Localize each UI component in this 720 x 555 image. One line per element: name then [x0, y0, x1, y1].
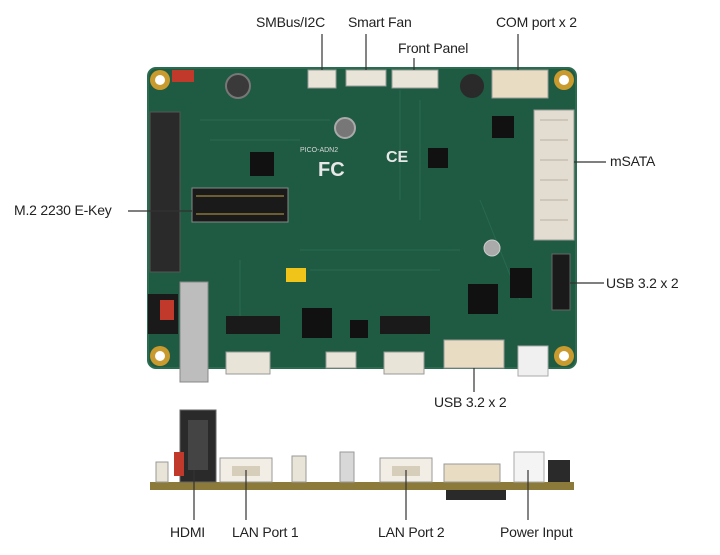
- battery-icon: [225, 73, 251, 99]
- chip: [350, 320, 368, 338]
- front-panel-connector: [391, 69, 439, 89]
- lan1-header: [226, 316, 280, 334]
- small-connector: [325, 351, 357, 369]
- red-connector: [160, 300, 174, 320]
- edge-connector: [149, 111, 181, 273]
- power-jack: [548, 460, 570, 482]
- capacitor-icon: [460, 74, 484, 98]
- chip: [250, 152, 274, 176]
- fcc-mark: FC: [318, 159, 345, 181]
- power-label: Power Input: [500, 524, 573, 540]
- chip: [492, 116, 514, 138]
- chip: [428, 148, 448, 168]
- board-side-view: [150, 409, 574, 500]
- lan2-label: LAN Port 2: [378, 524, 445, 540]
- com-port-connector: [491, 69, 549, 99]
- pcb-side: [150, 482, 574, 490]
- usb-bottom-label: USB 3.2 x 2: [434, 394, 507, 410]
- component: [483, 239, 501, 257]
- hdmi-connector-top: [179, 281, 209, 383]
- lan1-label: LAN Port 1: [232, 524, 299, 540]
- power-connector-side: [513, 451, 545, 483]
- mount-holes: [150, 70, 574, 366]
- lan2-header: [380, 316, 430, 334]
- smart-fan-label: Smart Fan: [348, 14, 412, 30]
- board-top-view: FC CE PICO-ADN2: [147, 67, 577, 383]
- smart-fan-connector: [345, 69, 387, 87]
- usb-bottom-connector: [443, 339, 505, 369]
- side-component: [155, 461, 169, 483]
- chip: [302, 308, 332, 338]
- chip: [468, 284, 498, 314]
- power-connector-top: [517, 345, 549, 377]
- lan1-connector-top: [225, 351, 271, 375]
- msata-slot: [533, 109, 575, 241]
- model-mark: PICO-ADN2: [300, 147, 338, 154]
- m2-slot: [191, 187, 289, 223]
- lan2-connector-top: [383, 351, 425, 375]
- jumper: [286, 268, 306, 282]
- front-panel-label: Front Panel: [398, 40, 469, 56]
- msata-label: mSATA: [610, 153, 656, 169]
- m2-label: M.2 2230 E-Key: [14, 202, 112, 218]
- underside-module: [446, 490, 506, 500]
- usb-connector-side: [443, 463, 501, 483]
- side-component: [291, 455, 307, 483]
- msata-pins: [540, 119, 568, 221]
- side-component: [339, 451, 355, 483]
- red-side-connector: [174, 452, 184, 476]
- m2-pins: [196, 195, 284, 215]
- usb-right-header: [551, 253, 571, 311]
- red-header: [172, 70, 194, 82]
- leader-lines: [128, 34, 606, 520]
- smbus-connector: [307, 69, 337, 89]
- ce-mark: CE: [386, 149, 409, 166]
- hdmi-label: HDMI: [170, 524, 205, 540]
- com-port-label: COM port x 2: [496, 14, 577, 30]
- screw-icon: [334, 117, 356, 139]
- usb-right-label: USB 3.2 x 2: [606, 275, 679, 291]
- smbus-label: SMBus/I2C: [256, 14, 325, 30]
- hdmi-port: [188, 420, 208, 470]
- chip: [510, 268, 532, 298]
